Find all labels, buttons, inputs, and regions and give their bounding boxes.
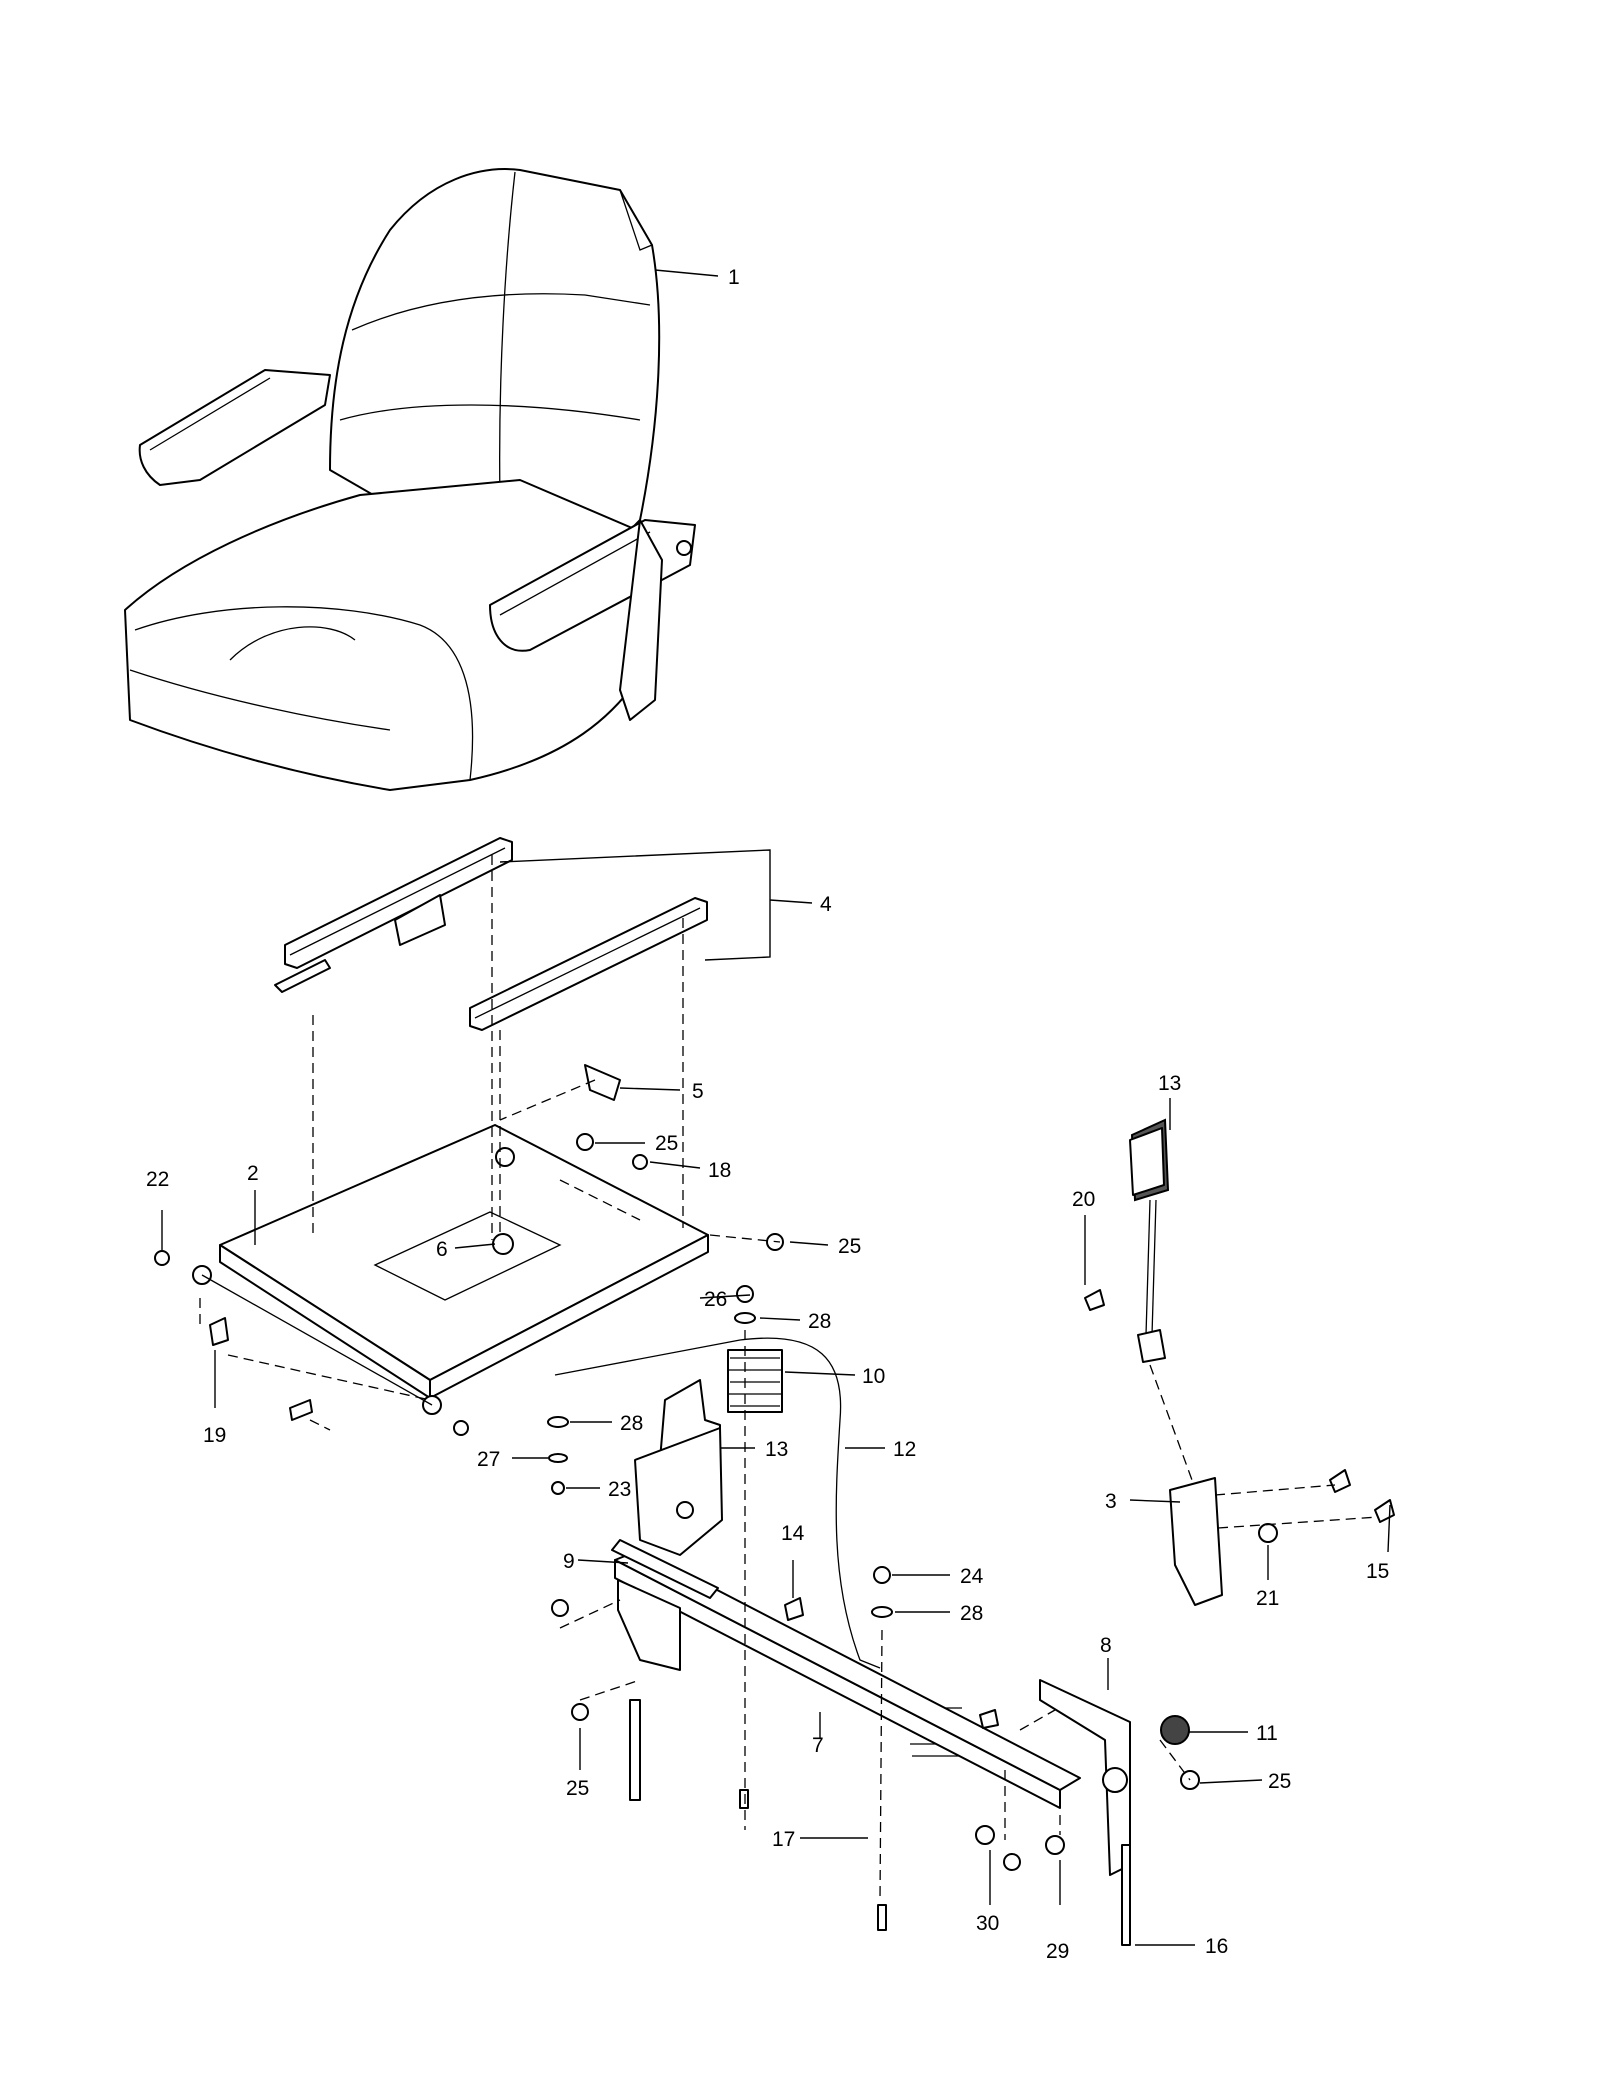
callout-7: 7 bbox=[812, 1734, 824, 1757]
callout-4: 4 bbox=[820, 893, 832, 916]
callout-22: 22 bbox=[146, 1168, 169, 1191]
callout-5: 5 bbox=[692, 1080, 704, 1103]
callout-12: 12 bbox=[893, 1438, 916, 1461]
leader-lines bbox=[161, 269, 1391, 1946]
callout-19: 19 bbox=[203, 1424, 226, 1447]
callout-14: 14 bbox=[781, 1522, 805, 1545]
callout-26: 26 bbox=[704, 1288, 727, 1311]
callout-27: 27 bbox=[477, 1448, 500, 1471]
callout-13: 13 bbox=[1158, 1072, 1181, 1095]
callout-9: 9 bbox=[563, 1550, 575, 1573]
callout-25: 25 bbox=[1268, 1770, 1291, 1793]
callout-30: 30 bbox=[976, 1912, 999, 1935]
callout-18: 18 bbox=[708, 1159, 731, 1182]
callout-11: 11 bbox=[1256, 1722, 1278, 1745]
callout-25: 25 bbox=[838, 1235, 861, 1258]
callout-28: 28 bbox=[808, 1310, 831, 1333]
seat-pan bbox=[192, 1124, 709, 1415]
cable bbox=[554, 1337, 881, 1669]
callout-1: 1 bbox=[728, 266, 740, 289]
callout-28: 28 bbox=[960, 1602, 983, 1625]
callout-labels: 1 4 5 25 18 22 2 6 25 26 28 10 19 28 13 … bbox=[146, 266, 1389, 1963]
callout-21: 21 bbox=[1256, 1587, 1279, 1610]
callout-8: 8 bbox=[1100, 1634, 1112, 1657]
callout-16: 16 bbox=[1205, 1935, 1228, 1958]
callout-13: 13 bbox=[765, 1438, 788, 1461]
alignment-lines bbox=[199, 855, 1379, 1901]
callout-2: 2 bbox=[247, 1162, 259, 1185]
callout-17: 17 bbox=[772, 1828, 795, 1851]
callout-29: 29 bbox=[1046, 1940, 1069, 1963]
slide-rails bbox=[274, 837, 708, 1031]
callout-25: 25 bbox=[655, 1132, 678, 1155]
frame-bar bbox=[611, 1477, 1223, 1876]
seat bbox=[124, 168, 696, 791]
callout-15: 15 bbox=[1366, 1560, 1389, 1583]
callout-6: 6 bbox=[436, 1238, 448, 1261]
callout-28: 28 bbox=[620, 1412, 643, 1435]
callout-24: 24 bbox=[960, 1565, 984, 1588]
seat-belt-buckle bbox=[1129, 1118, 1170, 1363]
callout-3: 3 bbox=[1105, 1490, 1117, 1513]
callout-25: 25 bbox=[566, 1777, 589, 1800]
callout-20: 20 bbox=[1072, 1188, 1095, 1211]
hardware bbox=[154, 1064, 1395, 1946]
lower-belt-bracket bbox=[634, 1379, 723, 1556]
callout-10: 10 bbox=[862, 1365, 885, 1388]
callout-23: 23 bbox=[608, 1478, 631, 1501]
